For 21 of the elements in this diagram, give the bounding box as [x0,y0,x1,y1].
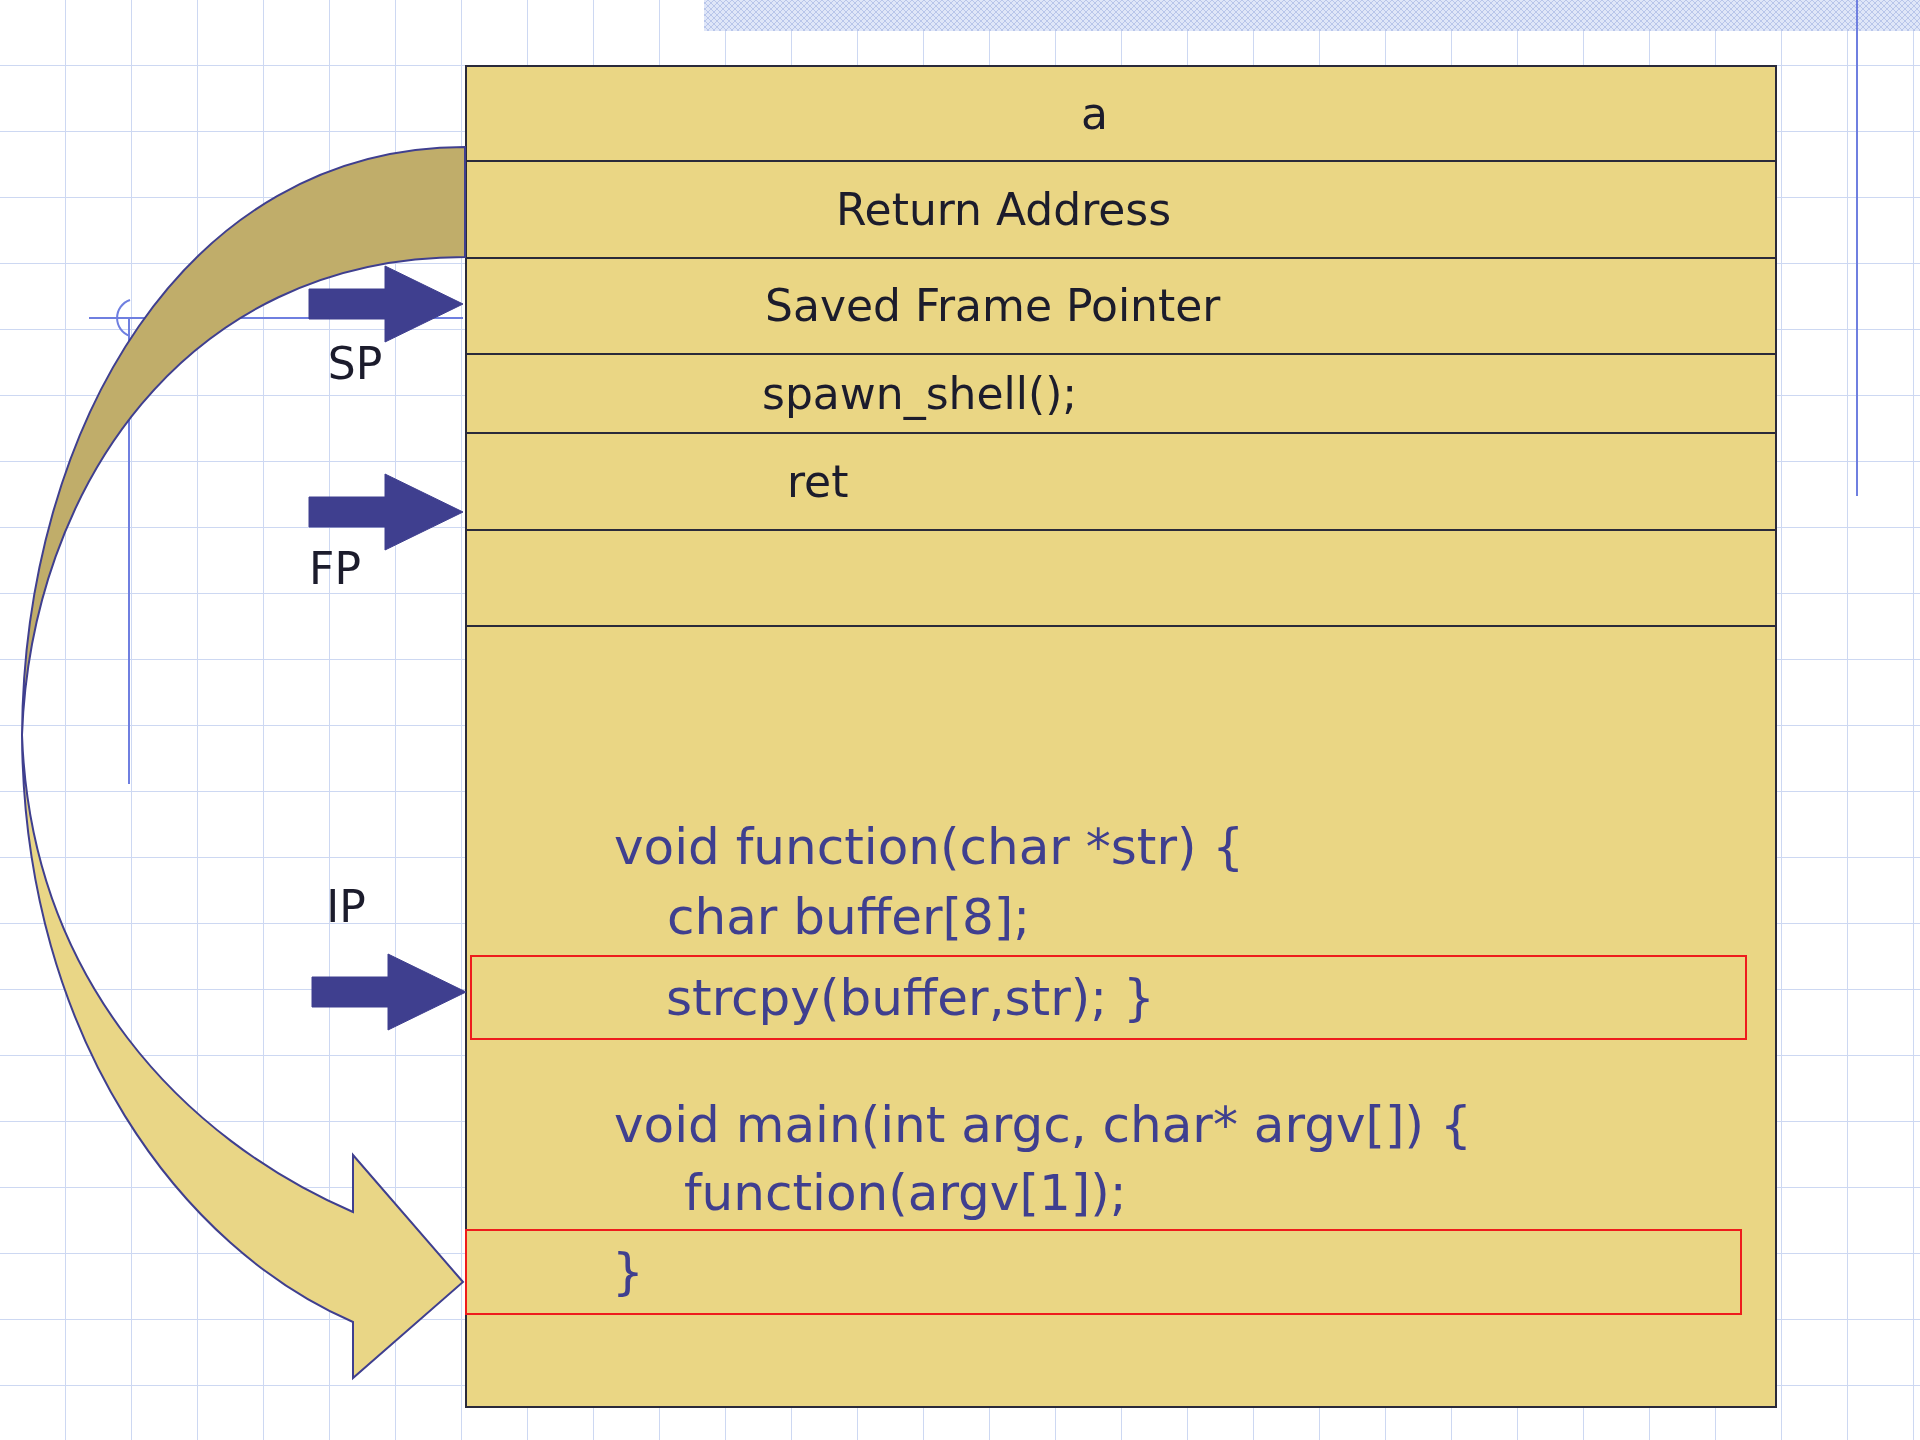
stack-slot-label: Saved Frame Pointer [765,279,1221,333]
code-line: char buffer[8]; [667,889,1031,945]
pointer-arrow [308,473,464,551]
highlight-box [465,1229,1742,1315]
pointer-arrow [311,953,467,1031]
stack-slot-label: a [1081,87,1108,140]
curved-arrow [21,146,466,1379]
code-line: strcpy(buffer,str); } [666,969,1155,1026]
stack-slot-label: ret [787,455,849,508]
register-label: SP [327,342,383,386]
code-line: void main(int argc, char* argv[]) { [614,1097,1472,1153]
stack-frame [465,65,1777,1408]
code-line: void function(char *str) { [614,819,1245,875]
code-line: function(argv[1]); [684,1165,1127,1221]
highlight-box [470,955,1747,1040]
register-label: FP [309,547,361,591]
code-line: } [612,1244,644,1300]
stack-slot-label: Return Address [836,183,1172,236]
register-label: IP [326,885,366,929]
stack-slot-label: spawn_shell(); [762,367,1078,420]
pointer-arrow [308,265,464,343]
